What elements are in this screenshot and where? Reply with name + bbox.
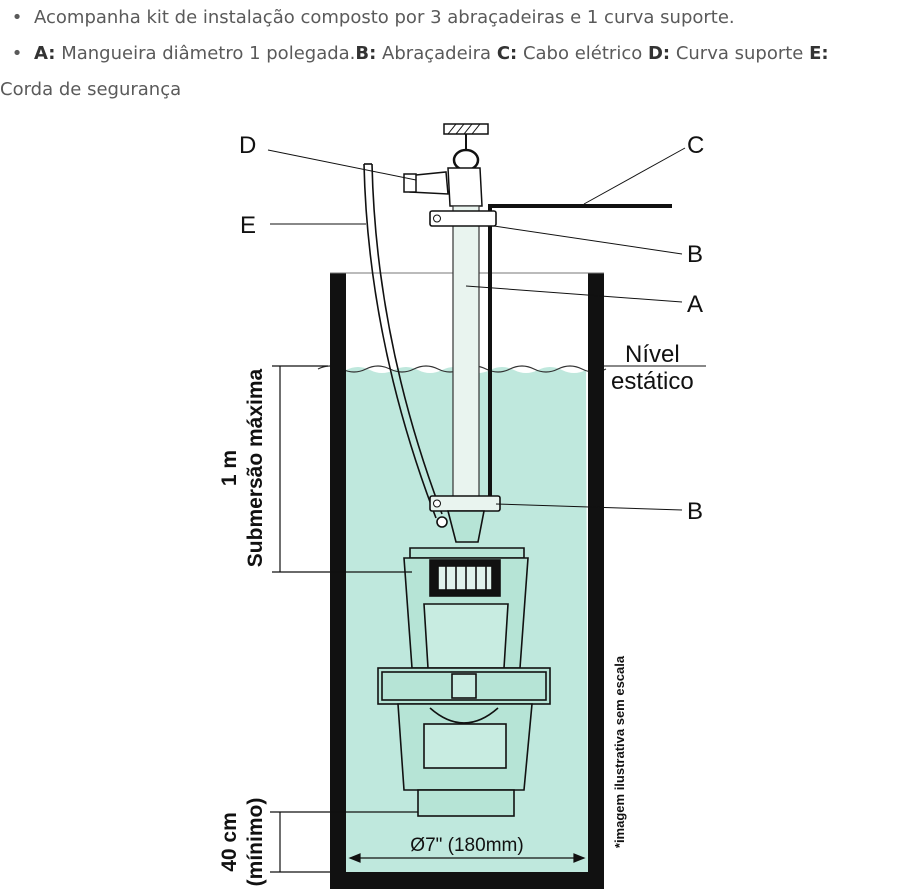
bullet-item-legend: • A: Mangueira diâmetro 1 polegada.B: Abr… <box>0 36 909 72</box>
legend-desc-b: Abraçadeira <box>376 43 497 64</box>
label-b-bottom: B <box>687 498 703 525</box>
dimension-diameter <box>348 853 586 863</box>
dimension-1m <box>272 365 412 573</box>
diameter-label: Ø7" (180mm) <box>410 835 523 856</box>
ceiling-mount <box>443 123 489 172</box>
safety-rope <box>363 163 437 519</box>
legend-key-a: A: <box>34 43 56 64</box>
legend-desc-d: Curva suporte <box>670 43 810 64</box>
curve-support <box>403 167 483 207</box>
electric-cable <box>488 204 672 510</box>
clamp-top <box>429 210 497 227</box>
scale-note: *imagem ilustrativa sem escala <box>612 655 627 848</box>
legend-key-d: D: <box>647 43 671 64</box>
label-c: C <box>687 132 704 159</box>
label-a: A <box>687 291 703 318</box>
bullet-item-legend-continuation: Corda de segurança <box>0 72 909 108</box>
bullet-dot-icon: • <box>11 7 23 28</box>
legend-desc-e: Corda de segurança <box>0 79 182 100</box>
submersion-label-line1: 1 m <box>218 450 241 486</box>
bullet-item-kit: • Acompanha kit de instalação composto po… <box>0 0 909 36</box>
submersible-pump <box>377 510 551 817</box>
safety-rope-inner <box>371 163 443 515</box>
min-depth-label-line2: (mínimo) <box>244 798 267 887</box>
legend-desc-c: Cabo elétrico <box>517 43 648 64</box>
legend-desc-a: Mangueira diâmetro 1 polegada. <box>55 43 356 64</box>
label-e: E <box>240 212 256 239</box>
legend-key-c: C: <box>496 43 518 64</box>
bullet-list: • Acompanha kit de instalação composto po… <box>0 0 909 108</box>
well-wall-left <box>330 273 346 889</box>
label-d: D <box>239 132 256 159</box>
nivel-label-line2: estático <box>611 368 694 395</box>
dimension-40cm <box>270 811 418 873</box>
legend-key-e: E: <box>809 43 829 64</box>
bullet-dot-icon: • <box>11 43 23 64</box>
nivel-label-line1: Nível <box>625 341 680 368</box>
min-depth-label-line1: 40 cm <box>218 812 241 872</box>
well-floor <box>330 872 604 889</box>
label-b-top: B <box>687 241 703 268</box>
leader-lines <box>267 147 706 511</box>
bullet-text-kit: Acompanha kit de instalação composto por… <box>34 7 735 28</box>
legend-key-b: B: <box>355 43 377 64</box>
clamp-bottom <box>429 495 501 512</box>
hose <box>452 205 480 503</box>
submersion-label-line2: Submersão máxima <box>244 368 267 567</box>
well-wall-right <box>588 273 604 889</box>
